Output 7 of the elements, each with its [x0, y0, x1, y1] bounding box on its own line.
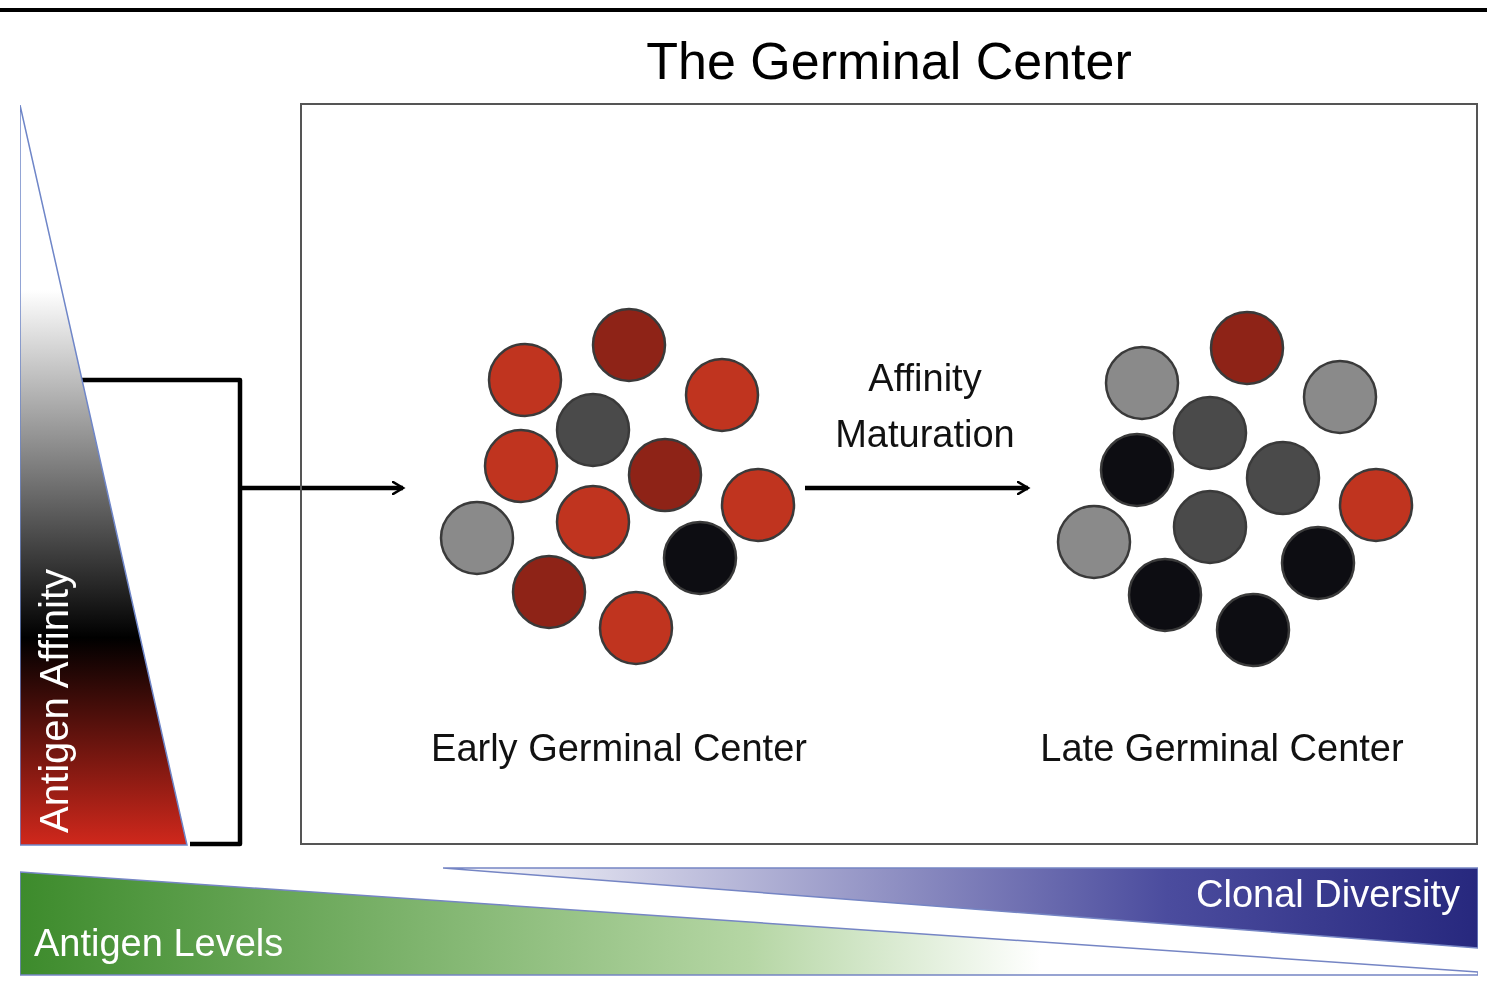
arrow [805, 480, 1030, 496]
wedge-label: Clonal Diversity [1196, 872, 1460, 917]
box-heading: The Germinal Center [645, 31, 1133, 92]
wedge-label: Antigen Levels [34, 921, 284, 966]
stage-caption: Early Germinal Center [431, 726, 807, 771]
stage-caption: Late Germinal Center [1040, 726, 1404, 771]
axis-label: Antigen Affinity [31, 569, 77, 833]
